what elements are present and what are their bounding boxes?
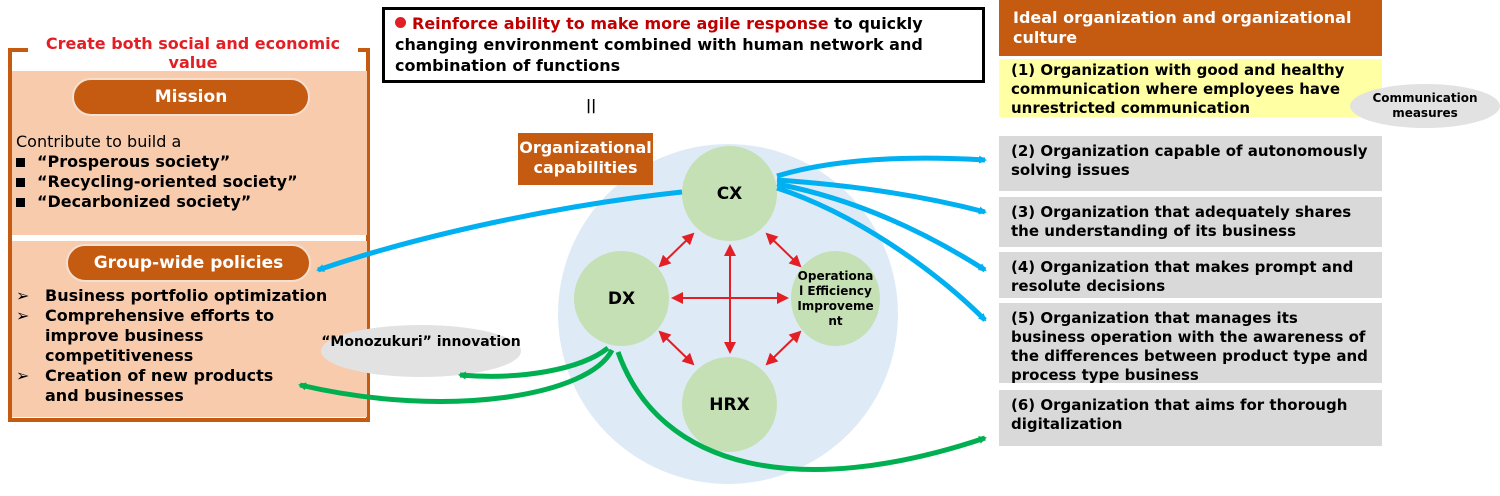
message-rest: to quickly changing environment combined… xyxy=(395,14,923,75)
mission-intro: Contribute to build a xyxy=(16,132,182,151)
policy-item: ➢Creation of new products and businesses xyxy=(16,366,274,405)
organization-item-3: (3) Organization that adequately shares … xyxy=(999,197,1382,247)
cx-dx-arrow xyxy=(658,232,695,268)
message-highlight: Reinforce ability to make more agile res… xyxy=(412,14,829,33)
dx-to-item6-arrow xyxy=(615,351,987,472)
policies-list: ➢Business portfolio optimization ➢Compre… xyxy=(16,286,336,406)
arrow-bullet-icon: ➢ xyxy=(16,366,30,385)
policies-label: Group-wide policies xyxy=(66,244,311,282)
red-dot-icon xyxy=(395,17,406,28)
capabilities-label: Organizational capabilities xyxy=(518,133,653,185)
dx-to-monozukuri-arrow xyxy=(458,346,610,380)
square-bullet-icon xyxy=(16,198,25,207)
arrow-bullet-icon: ➢ xyxy=(16,306,30,325)
cx-to-item2-arrow xyxy=(776,155,987,179)
organization-item-5: (5) Organization that manages its busine… xyxy=(999,303,1382,384)
agile-response-message: Reinforce ability to make more agile res… xyxy=(382,7,985,83)
arrow-bullet-icon: ➢ xyxy=(16,286,30,305)
operational-efficiency-node: Operational Efficiency Improvement xyxy=(791,251,880,346)
cx-to-item3-arrow xyxy=(776,177,987,215)
mission-item: “Recycling-oriented society” xyxy=(16,172,298,192)
value-title: Create both social and economic value xyxy=(28,34,358,72)
cx-node: CX xyxy=(682,146,777,241)
mission-list: “Prosperous society” “Recycling-oriented… xyxy=(16,152,298,212)
communication-oval: Communication measures xyxy=(1350,84,1500,128)
square-bullet-icon xyxy=(16,178,25,187)
monozukuri-oval: “Monozukuri” innovation xyxy=(321,325,521,377)
cx-to-policies-arrow xyxy=(316,189,683,273)
organization-item-4: (4) Organization that makes prompt and r… xyxy=(999,252,1382,298)
cx-to-item4-arrow xyxy=(776,181,987,273)
cx-oe-arrow xyxy=(765,232,802,268)
hrx-node: HRX xyxy=(682,357,777,452)
policy-item: ➢Comprehensive efforts to improve busine… xyxy=(16,306,275,365)
dx-node: DX xyxy=(574,251,669,346)
policy-item: ➢Business portfolio optimization xyxy=(16,286,328,305)
mission-item: “Prosperous society” xyxy=(16,152,298,172)
organization-item-1: (1) Organization with good and healthy c… xyxy=(999,59,1382,117)
organization-item-2: (2) Organization capable of autonomously… xyxy=(999,136,1382,191)
dx-to-policies-arrow xyxy=(298,348,615,404)
cx-to-item5-arrow xyxy=(776,185,987,322)
organization-item-6: (6) Organization that aims for thorough … xyxy=(999,390,1382,446)
mission-item: “Decarbonized society” xyxy=(16,192,298,212)
mission-label: Mission xyxy=(72,78,310,116)
ideal-organization-header: Ideal organization and organizational cu… xyxy=(999,0,1382,56)
equals-sign: || xyxy=(586,98,597,114)
dx-hrx-arrow xyxy=(658,330,695,366)
square-bullet-icon xyxy=(16,158,25,167)
oe-hrx-arrow xyxy=(765,330,802,366)
